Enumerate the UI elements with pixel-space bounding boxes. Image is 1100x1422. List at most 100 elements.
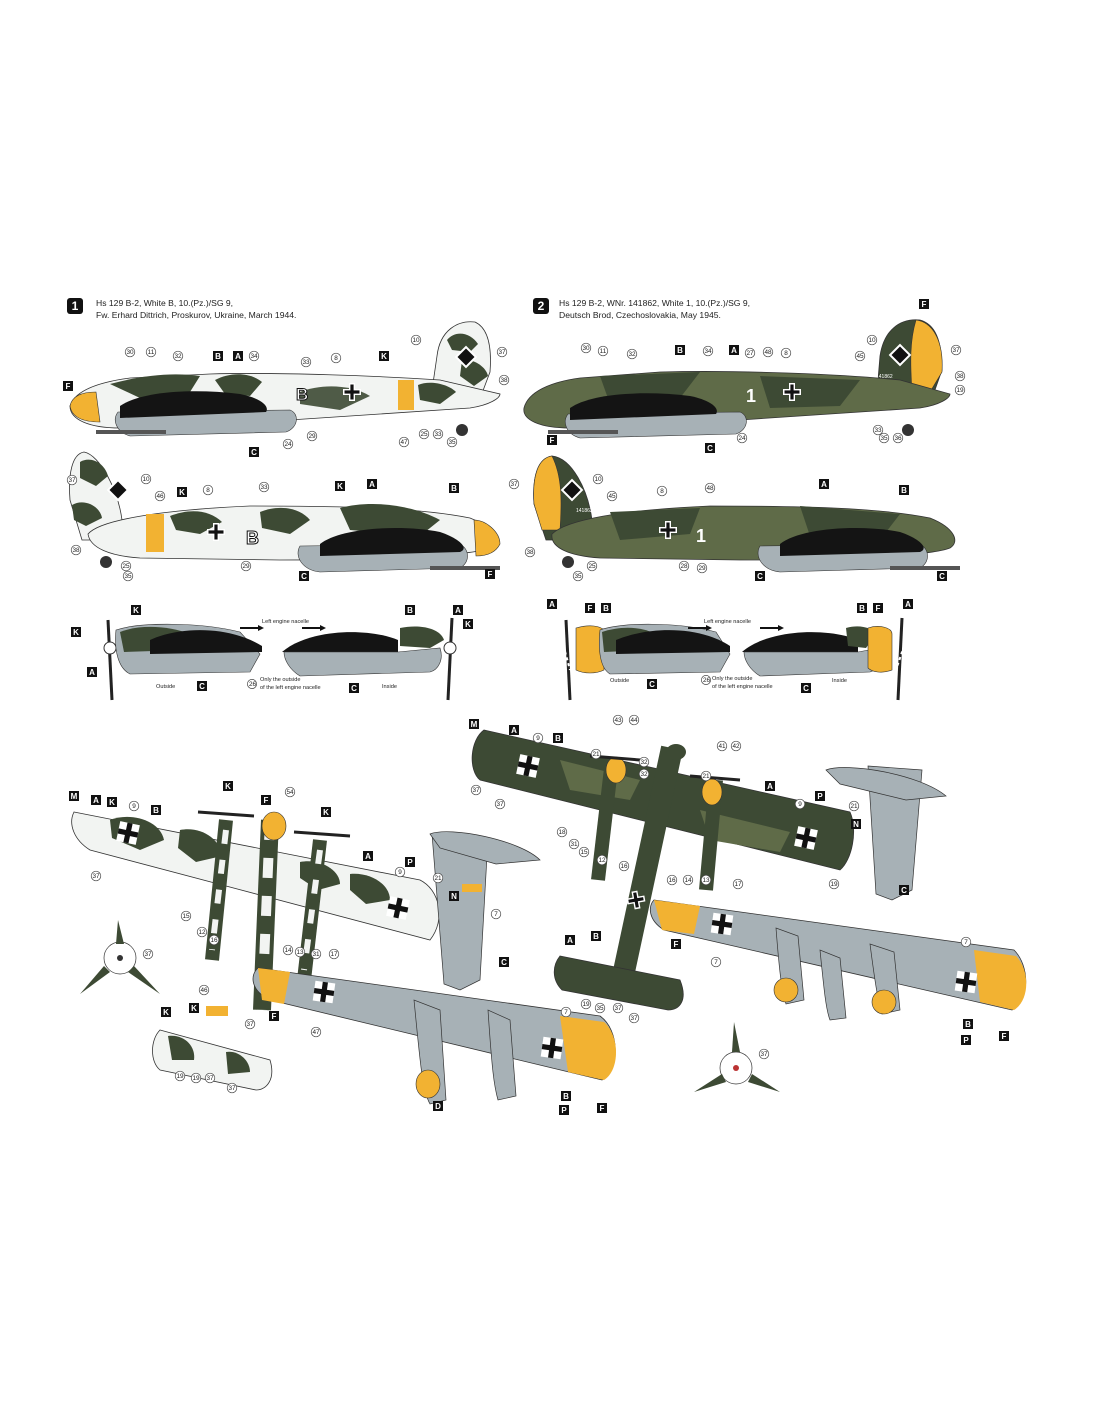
scheme-1-caption-line2: Fw. Erhard Dittrich, Proskurov, Ukraine,…	[96, 310, 297, 320]
s2_plan-letter-callout-8: B	[591, 931, 601, 941]
svg-text:10: 10	[142, 476, 150, 483]
s2-propeller	[694, 1022, 780, 1092]
s1_side_left-number-callout-2: 32	[172, 350, 184, 362]
svg-text:19: 19	[582, 1001, 590, 1008]
svg-text:9: 9	[798, 801, 802, 808]
s2_side_left-number-callout-1: 11	[597, 345, 609, 357]
s2_nacelle-letter-callout-3: C	[647, 679, 657, 689]
s2_side_right-letter-callout-1: A	[819, 479, 829, 489]
s2_plan-number-callout-13: 31	[568, 838, 580, 850]
s1_side_right-letter-callout-0: K	[177, 487, 187, 497]
s1-nacelle-note-number: 26	[249, 681, 257, 688]
svg-text:13: 13	[702, 877, 710, 884]
svg-text:47: 47	[400, 439, 408, 446]
svg-text:35: 35	[574, 573, 582, 580]
s1_plan-letter-callout-15: B	[561, 1091, 571, 1101]
s2_plan-number-callout-19: 13	[700, 874, 712, 886]
svg-text:32: 32	[174, 353, 182, 360]
svg-text:B: B	[901, 486, 907, 495]
s1_plan-letter-callout-12: K	[189, 1003, 199, 1013]
svg-text:35: 35	[124, 573, 132, 580]
s1_side_right-number-callout-5: 38	[70, 544, 82, 556]
svg-text:9: 9	[536, 735, 540, 742]
svg-text:21: 21	[592, 751, 600, 758]
svg-text:31: 31	[570, 841, 578, 848]
s1-propeller	[80, 920, 160, 994]
s2_plan-number-callout-25: 19	[580, 998, 592, 1010]
svg-text:34: 34	[250, 353, 258, 360]
s1_plan-number-callout-12: 7	[490, 908, 502, 920]
svg-text:38: 38	[500, 377, 508, 384]
s2_plan-number-callout-26: 35	[594, 1002, 606, 1014]
svg-text:N: N	[853, 820, 859, 829]
s1_nacelle-letter-callout-1: K	[71, 627, 81, 637]
s2_side_right-number-callout-7: 25	[586, 560, 598, 572]
s2_side_right-number-callout-2: 45	[606, 490, 618, 502]
s2_side_left-letter-callout-1: A	[729, 345, 739, 355]
svg-text:B: B	[859, 604, 865, 613]
s1_plan-number-callout-16: 37	[244, 1018, 256, 1030]
s1-nacelle-title: Left engine nacelle	[262, 619, 309, 625]
svg-text:F: F	[588, 604, 593, 613]
s1_plan-number-callout-3: 15	[180, 910, 192, 922]
svg-text:A: A	[549, 600, 555, 609]
svg-text:A: A	[89, 668, 95, 677]
s1_plan-letter-callout-9: N	[449, 891, 459, 901]
svg-text:10: 10	[594, 476, 602, 483]
s2_side_right-number-callout-8: 28	[678, 560, 690, 572]
s1_side_right-letter-callout-3: B	[449, 483, 459, 493]
svg-text:C: C	[251, 448, 257, 457]
svg-text:29: 29	[308, 433, 316, 440]
svg-text:K: K	[133, 606, 139, 615]
s1_plan-number-callout-10: 9	[394, 866, 406, 878]
s1_side_left-number-callout-14: 35	[446, 436, 458, 448]
s1_plan-number-callout-0: 54	[284, 786, 296, 798]
svg-text:37: 37	[498, 349, 506, 356]
svg-text:C: C	[757, 572, 763, 581]
svg-text:K: K	[225, 782, 231, 791]
s1_plan-letter-callout-8: P	[405, 857, 415, 867]
s2_plan-number-callout-0: 43	[612, 714, 624, 726]
s1_side_right-letter-callout-2: A	[367, 479, 377, 489]
svg-text:21: 21	[434, 875, 442, 882]
s1-nacelles: Left engine nacelle Outside Inside 26 On…	[103, 617, 457, 701]
svg-text:25: 25	[122, 563, 130, 570]
svg-text:14: 14	[284, 947, 292, 954]
s1_side_right-number-callout-7: 25	[120, 560, 132, 572]
svg-text:D: D	[435, 1102, 441, 1111]
s1_side_left-number-callout-6: 10	[410, 334, 422, 346]
svg-text:B: B	[153, 806, 159, 815]
s2-werknummer-left: 141862	[876, 374, 893, 380]
svg-text:48: 48	[764, 349, 772, 356]
s1_side_right-number-callout-3: 8	[202, 484, 214, 496]
s1-nacelle-note-2: of the left engine nacelle	[260, 685, 321, 691]
s1_plan-letter-callout-6: K	[321, 807, 331, 817]
svg-text:7: 7	[494, 911, 498, 918]
svg-text:C: C	[707, 444, 713, 453]
s1_plan-letter-callout-2: K	[107, 797, 117, 807]
svg-text:C: C	[351, 684, 357, 693]
svg-text:37: 37	[206, 1075, 214, 1082]
svg-text:10: 10	[868, 337, 876, 344]
svg-text:37: 37	[952, 347, 960, 354]
svg-text:C: C	[803, 684, 809, 693]
svg-text:21: 21	[850, 803, 858, 810]
s2_plan-number-callout-22: 7	[960, 936, 972, 948]
scheme-2-caption-line2: Deutsch Brod, Czechoslovakia, May 1945.	[559, 310, 721, 320]
s1_side_left-number-callout-12: 25	[418, 428, 430, 440]
s1-code-letter-right: B	[246, 528, 259, 548]
svg-text:A: A	[567, 936, 573, 945]
svg-text:P: P	[561, 1106, 567, 1115]
s2_plan-number-callout-8: 21	[700, 770, 712, 782]
s1_side_left-number-callout-11: 47	[398, 436, 410, 448]
scheme-1-badge: 1	[67, 298, 83, 314]
s2_side_left-number-callout-6: 8	[780, 347, 792, 359]
svg-text:18: 18	[558, 829, 566, 836]
svg-text:17: 17	[330, 951, 338, 958]
s1_side_left-letter-callout-2: K	[379, 351, 389, 361]
svg-text:46: 46	[200, 987, 208, 994]
svg-text:A: A	[905, 600, 911, 609]
s2_nacelle-letter-callout-7: C	[801, 683, 811, 693]
s2_side_right-number-callout-4: 48	[704, 482, 716, 494]
s1_plan-letter-callout-0: M	[69, 791, 79, 801]
